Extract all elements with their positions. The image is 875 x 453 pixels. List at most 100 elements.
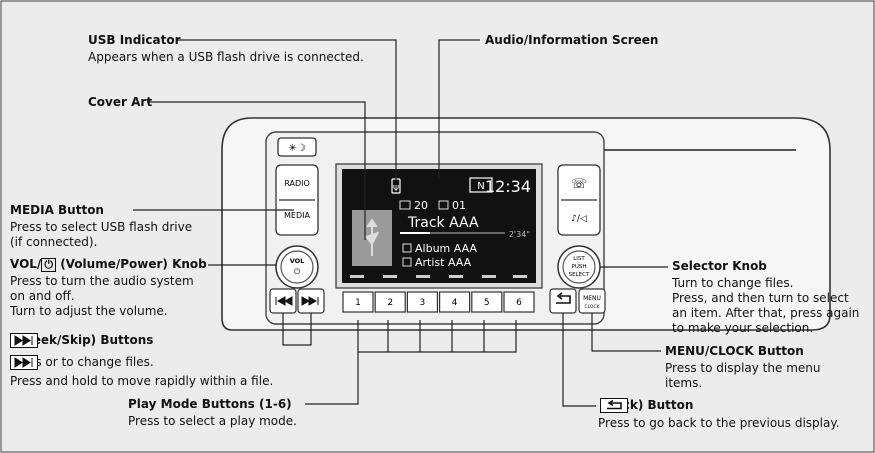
audio-screen-leader [438,39,480,178]
audio-screen-title: Audio/Information Screen [485,33,659,47]
play-mode-button-label: 1 [355,298,361,308]
power-icon-inline: ⏻ [41,258,57,272]
usb-indicator-leader [177,39,397,180]
menu-clock-title: MENU/CLOCK Button [665,344,804,358]
usb-indicator-glyph: Ψ [393,184,399,193]
seek-desc-or: or [45,355,62,369]
list-label: LIST [573,256,585,262]
menu-clock-leader [591,313,661,352]
day-night-button[interactable] [277,137,317,157]
selector-knob-ring [562,250,596,284]
back-icon [556,292,571,304]
play-mode-button-label: 5 [484,298,490,308]
screen-clock: 12:34 [485,177,531,196]
play-mode-button-2[interactable] [374,291,406,313]
back-button-desc: Press to go back to the previous display… [598,416,840,430]
vol-title-suffix: (Volume/Power) Knob [56,257,207,271]
selector-knob-desc-3: an item. After that, press again [672,306,860,320]
play-mode-buttons: 1 2 3 4 5 6 [342,291,535,313]
cover-art-usb-icon [365,218,379,256]
play-mode-button-6[interactable] [503,291,535,313]
vol-knob-desc-2: on and off. [10,289,75,303]
seek-bracket [282,313,312,346]
folder-icon [399,200,411,210]
play-mode-icon-5 [482,275,496,278]
vol-knob-desc-1: Press to turn the audio system [10,274,194,288]
push-label: PUSH [572,264,587,270]
menu-clock-desc-1: Press to display the menu [665,361,821,375]
play-mode-button-3[interactable] [406,291,438,313]
play-mode-button-label: 2 [387,298,393,308]
phone-icon[interactable]: ☏ [571,177,587,192]
leader-lines [133,39,668,407]
play-mode-button-label: 3 [420,298,426,308]
vol-knob-ring [280,250,314,284]
back-icon-inline [600,398,628,413]
menu-label: MENU [583,295,601,302]
play-mode-icon-1 [350,275,364,278]
seek-skip-desc-1: Press or to change files. [10,355,154,370]
play-mode-title: Play Mode Buttons (1-6) [128,397,292,411]
usb-indicator-desc: Appears when a USB flash drive is connec… [88,50,364,64]
skip-forward-icon-inline [10,355,38,370]
play-mode-leader [305,352,359,405]
play-mode-icon-4 [449,275,463,278]
screen-play-mode-icons [350,275,527,278]
vol-title-prefix: VOL/ [10,257,42,271]
media-button[interactable]: MEDIA [284,211,310,220]
vol-knob-desc-3: Turn to adjust the volume. [10,304,168,318]
play-mode-icon-6 [513,275,527,278]
radio-button[interactable]: RADIO [284,179,310,188]
selector-knob-desc-2: Press, and then turn to select [672,291,849,305]
play-mode-button-1[interactable] [342,291,374,313]
play-mode-button-label: 6 [516,298,522,308]
usb-indicator-title: USB Indicator [88,33,181,47]
seek-desc-change: to change files. [61,355,154,369]
skip-forward-icon [10,333,38,348]
elapsed-time: 2'34" [509,230,530,239]
seek-skip-title-suffix: (Seek/Skip) Buttons [18,333,154,347]
artist-icon [402,257,412,267]
artist-name: Artist AAA [415,256,472,269]
mode-badge-frame [469,177,493,193]
vol-label: VOL [290,257,305,265]
seek-forward-icon [301,296,319,306]
play-mode-icon-2 [383,275,397,278]
media-button-desc-1: Press to select USB flash drive [10,220,193,234]
album-icon [402,243,412,253]
clock-label: CLOCK [584,304,600,310]
back-button-leader [562,313,596,407]
play-mode-button-label: 4 [452,298,458,308]
back-button-title: (Back) Button [600,398,693,413]
play-mode-icon-3 [416,275,430,278]
seek-skip-title: / (Seek/Skip) Buttons [10,333,153,348]
back-button[interactable] [549,288,577,314]
play-mode-button-5[interactable] [471,291,503,313]
seek-back-icon [275,296,293,306]
play-mode-bracket [357,320,517,353]
menu-clock-desc-2: items. [665,376,703,390]
play-mode-button-4[interactable] [439,291,471,313]
vol-knob-title: VOL/⏻ (Volume/Power) Knob [10,257,207,272]
selector-knob-desc-4: to make your selection. [672,321,814,335]
cover-art-title: Cover Art [88,95,153,109]
voice-icon[interactable]: ♪/◁ [571,214,587,224]
day-night-icon: ✳☽ [288,143,305,154]
select-label: SELECT [569,272,590,278]
media-button-title: MEDIA Button [10,203,104,217]
track-icon [438,200,449,210]
play-mode-desc: Press to select a play mode. [128,414,297,428]
media-button-desc-2: (if connected). [10,235,98,249]
folder-number: 20 [414,199,428,212]
power-icon: ⏻ [294,267,301,276]
track-title: Track AAA [407,215,479,231]
cover-art-leader [147,101,366,240]
vol-knob[interactable] [275,245,319,289]
seek-skip-desc-2: Press and hold to move rapidly within a … [10,374,274,388]
selector-knob-desc-1: Turn to change files. [672,276,794,290]
mode-badge: N [477,181,484,192]
track-number: 01 [452,199,466,212]
